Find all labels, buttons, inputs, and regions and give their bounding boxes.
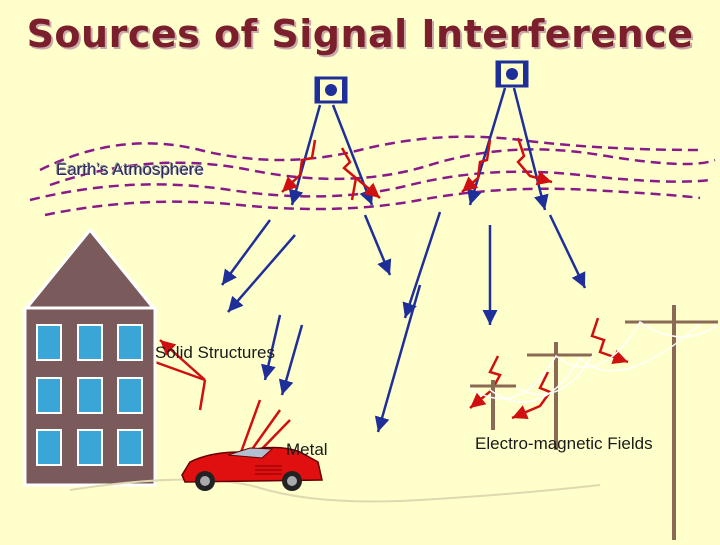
atmosphere-label: Earth’s Atmosphere xyxy=(56,160,205,179)
signal-arrow xyxy=(261,314,282,381)
signal-arrow xyxy=(512,87,549,211)
interference-zigzag xyxy=(511,371,552,420)
signal-arrow xyxy=(374,284,422,433)
solid-structures-label: Solid Structures xyxy=(155,343,275,362)
interference-zigzag xyxy=(281,139,317,193)
interference-zigzag xyxy=(159,339,206,381)
metal-label: Metal xyxy=(286,440,328,459)
atmosphere-wave-line xyxy=(29,170,711,202)
power-lines xyxy=(469,320,719,403)
interference-zigzag xyxy=(590,317,629,365)
interference-zigzag xyxy=(350,177,358,201)
interference-zigzag xyxy=(461,139,492,193)
interference-zigzag xyxy=(340,147,357,179)
em-fields-label: Electro-magnetic Fields xyxy=(475,434,653,453)
signal-arrow xyxy=(548,214,587,289)
interference-zigzag xyxy=(198,379,207,411)
signal-arrow xyxy=(402,211,442,319)
satellite-icon xyxy=(495,60,529,88)
atmosphere-wave-line xyxy=(44,187,701,217)
satellite-icon xyxy=(314,76,348,104)
interference-zigzag xyxy=(355,177,381,199)
building-icon xyxy=(21,227,159,487)
atmosphere-layer xyxy=(29,135,716,217)
car-icon xyxy=(181,446,323,491)
signal-arrow xyxy=(288,104,322,206)
signal-arrows xyxy=(220,87,587,433)
interference-zigzag xyxy=(246,409,282,456)
signal-arrow xyxy=(220,219,272,286)
signal-arrow xyxy=(467,87,507,206)
signal-arrow xyxy=(278,324,304,396)
signal-arrow xyxy=(227,234,296,313)
slide-title: Sources of Signal Interference xyxy=(26,12,694,56)
signal-arrow xyxy=(363,214,392,276)
atmosphere-wave-line xyxy=(49,148,716,187)
atmosphere-wave-line xyxy=(39,135,701,172)
road-line xyxy=(69,478,601,503)
interference-zigzag xyxy=(516,137,553,186)
interference-zigzag xyxy=(238,399,262,456)
interference-zigzag xyxy=(469,355,502,409)
interference-zigzag xyxy=(154,360,206,382)
